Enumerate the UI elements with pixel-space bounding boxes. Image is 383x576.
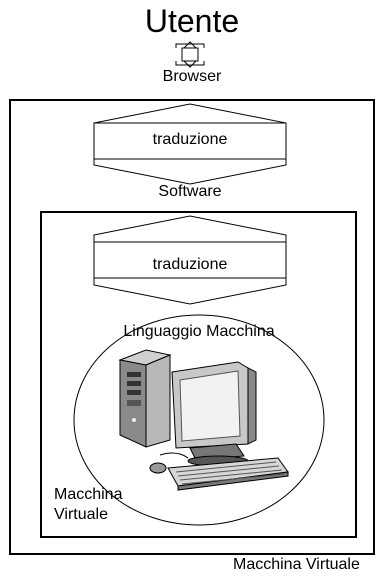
mouse-icon — [149, 452, 189, 474]
double-arrow-icon — [175, 43, 205, 66]
inner-box — [40, 211, 357, 538]
user-label: Utente — [144, 3, 240, 39]
outer-box — [9, 99, 375, 555]
computer-icon — [118, 349, 289, 491]
double-arrow-icon — [93, 215, 287, 305]
inner-translation-label: traduzione — [152, 256, 228, 273]
outer-caption: Macchina Virtuale — [233, 556, 360, 573]
virtual-machine-label-line2: Virtuale — [54, 506, 108, 523]
double-arrow-icon — [93, 103, 287, 185]
tower-icon — [118, 349, 172, 448]
machine-language-label: Linguaggio Macchina — [123, 323, 275, 340]
monitor-icon — [171, 361, 257, 467]
outer-translation-label: traduzione — [152, 131, 228, 148]
virtual-machine-label-line1: Macchina — [54, 486, 123, 503]
browser-label: Browser — [162, 68, 222, 85]
software-label: Software — [158, 183, 222, 200]
keyboard-icon — [167, 457, 289, 491]
